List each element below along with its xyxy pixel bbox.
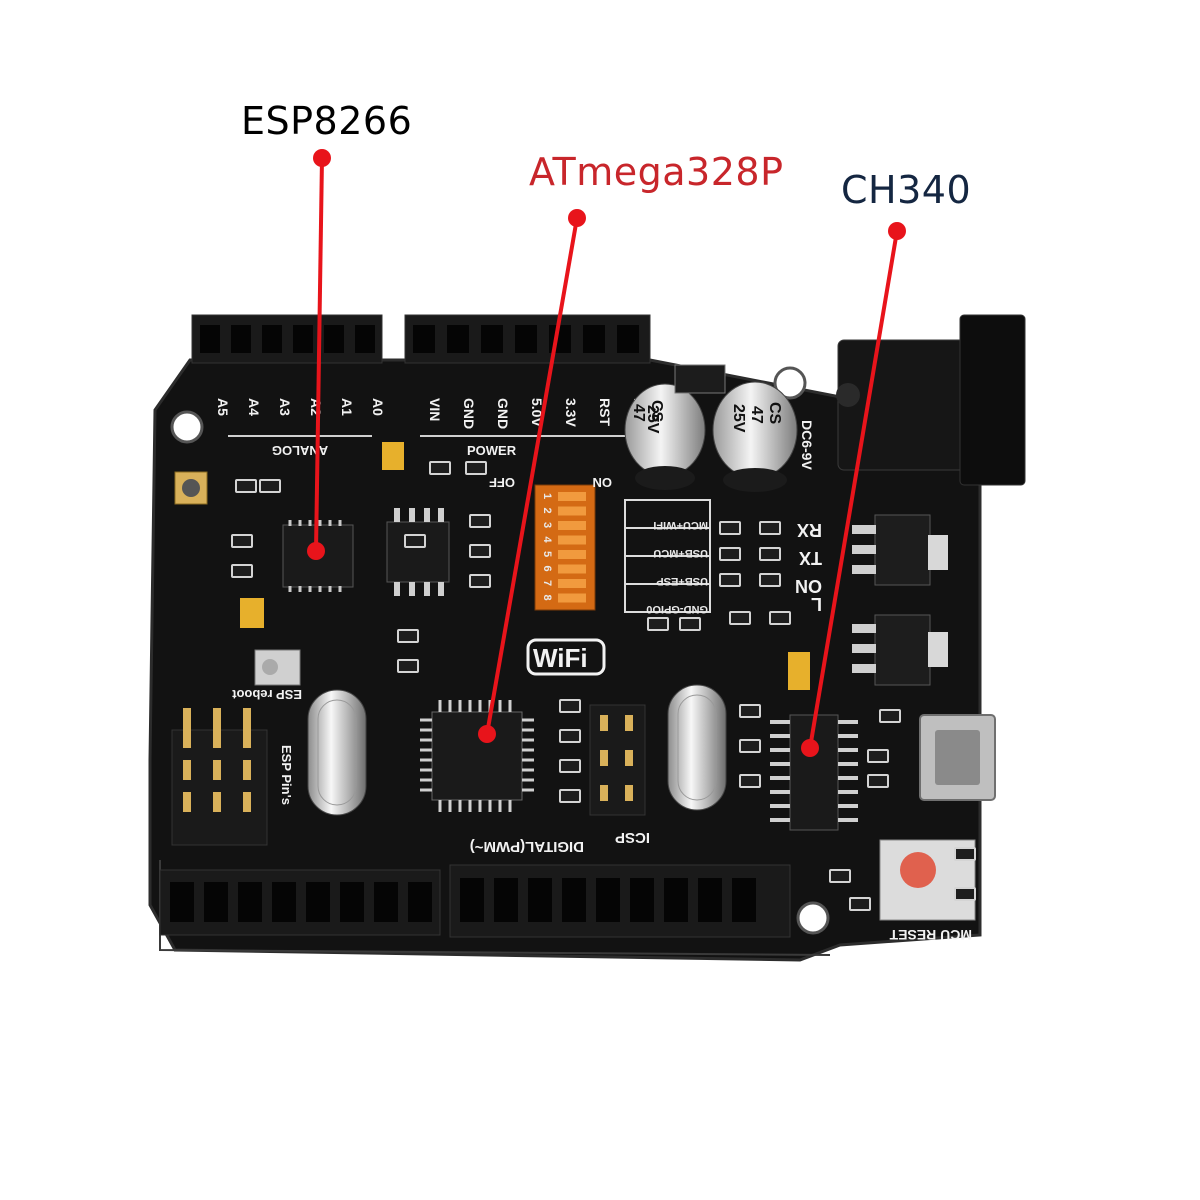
- bottom-header-left: [159, 869, 441, 936]
- crystal-2: [667, 684, 727, 811]
- dip-lever: [558, 564, 586, 574]
- atmega328p-chip: [420, 700, 534, 812]
- dip-lever: [558, 579, 586, 588]
- mode-label: MCU+WIFI: [653, 519, 708, 531]
- dip-lever: [558, 506, 586, 516]
- dip-number: 7: [541, 580, 553, 586]
- voltage-regulator-2: [852, 614, 948, 686]
- power-pin-label: GND: [461, 398, 477, 429]
- digital-label: DIGITAL(PWM~): [470, 838, 584, 855]
- tantalum-capacitor: [382, 442, 404, 470]
- crystal-1: [307, 689, 367, 816]
- mode-label: USB+MCU: [653, 547, 708, 559]
- micro-usb-port: [919, 714, 996, 801]
- capacitor-text: CS: [766, 402, 783, 425]
- power-pin-label: 3.3V: [563, 398, 579, 427]
- dip-on-label: ON: [593, 475, 613, 490]
- bottom-header-right: [449, 864, 791, 938]
- capacitor-text: 47: [748, 406, 765, 424]
- dip-lever: [558, 521, 586, 530]
- dip-number: 8: [541, 595, 553, 601]
- dip-number: 2: [541, 508, 553, 514]
- dip-number: 3: [541, 522, 553, 528]
- power-pin-label: RST: [597, 398, 613, 426]
- analog-header: [191, 314, 383, 364]
- analog-pin-label: A1: [339, 398, 355, 416]
- dip-lever: [558, 593, 586, 603]
- diode: [674, 364, 726, 394]
- analog-pin-label: A2: [308, 398, 324, 416]
- mode-table: [624, 499, 711, 613]
- capacitor-1: [624, 383, 706, 490]
- wifi-logo: WiFi: [526, 638, 606, 676]
- power-pin-label: GND: [495, 398, 511, 429]
- capacitor-text: 47: [630, 404, 647, 422]
- led-label-tx: TX: [799, 548, 822, 568]
- mounting-hole: [170, 410, 204, 444]
- fuse: [788, 652, 810, 690]
- mounting-hole: [773, 366, 807, 400]
- flash-chip: [386, 508, 450, 596]
- analog-pin-label: A0: [370, 398, 386, 416]
- esp-pins-label: ESP Pin's: [279, 745, 294, 805]
- wifi-logo-text: WiFi: [533, 643, 588, 673]
- dip-number: 4: [541, 537, 553, 544]
- power-header: [404, 314, 651, 364]
- dip-number: 6: [541, 566, 553, 572]
- analog-header-label: ANALOG: [272, 443, 328, 458]
- dc-voltage-label: DC6-9V: [799, 420, 815, 470]
- esp-pin-header: [171, 708, 268, 846]
- mode-label: GND-GPIO0: [646, 603, 708, 615]
- analog-pin-label: A4: [246, 398, 262, 416]
- capacitor-2: [712, 381, 798, 492]
- dip-lever: [558, 550, 586, 559]
- dip-lever: [558, 492, 586, 501]
- dip-lever: [558, 535, 586, 545]
- led-label-on: ON: [795, 576, 822, 596]
- dip-off-label: OFF: [489, 475, 515, 490]
- tantalum-capacitor: [240, 598, 264, 628]
- voltage-regulator-1: [852, 514, 948, 586]
- capacitor-text: 25V: [644, 405, 661, 434]
- icsp-header: [589, 704, 646, 816]
- callout-atmega328p: ATmega328P: [529, 150, 784, 194]
- callout-lines: [314, 157, 899, 749]
- dip-switch: [534, 484, 596, 611]
- callout-ch340: CH340: [841, 168, 972, 212]
- mounting-hole: [796, 901, 830, 935]
- power-header-label: POWER: [467, 443, 517, 458]
- smd-components: [231, 461, 976, 911]
- icsp-label: ICSP: [615, 829, 650, 846]
- dip-number: 5: [541, 551, 553, 557]
- mode-label: USB+ESP: [656, 575, 708, 587]
- analog-pin-label: A3: [277, 398, 293, 416]
- led-label-rx: RX: [797, 520, 822, 540]
- capacitor-text: 25V: [730, 404, 747, 433]
- led-label-l: L: [811, 594, 822, 614]
- esp-reboot-label: ESP reboot: [231, 687, 302, 702]
- reset-label: MCU RESET: [889, 927, 972, 943]
- analog-pin-label: A5: [215, 398, 231, 416]
- callout-dots: [307, 149, 906, 757]
- dip-number: 1: [541, 493, 553, 499]
- capacitor-text: CS: [648, 400, 665, 423]
- dc-barrel-jack: [836, 314, 1026, 486]
- callout-esp8266: ESP8266: [241, 99, 413, 143]
- power-pin-label: VIN: [427, 398, 443, 421]
- antenna-connector: [174, 471, 208, 505]
